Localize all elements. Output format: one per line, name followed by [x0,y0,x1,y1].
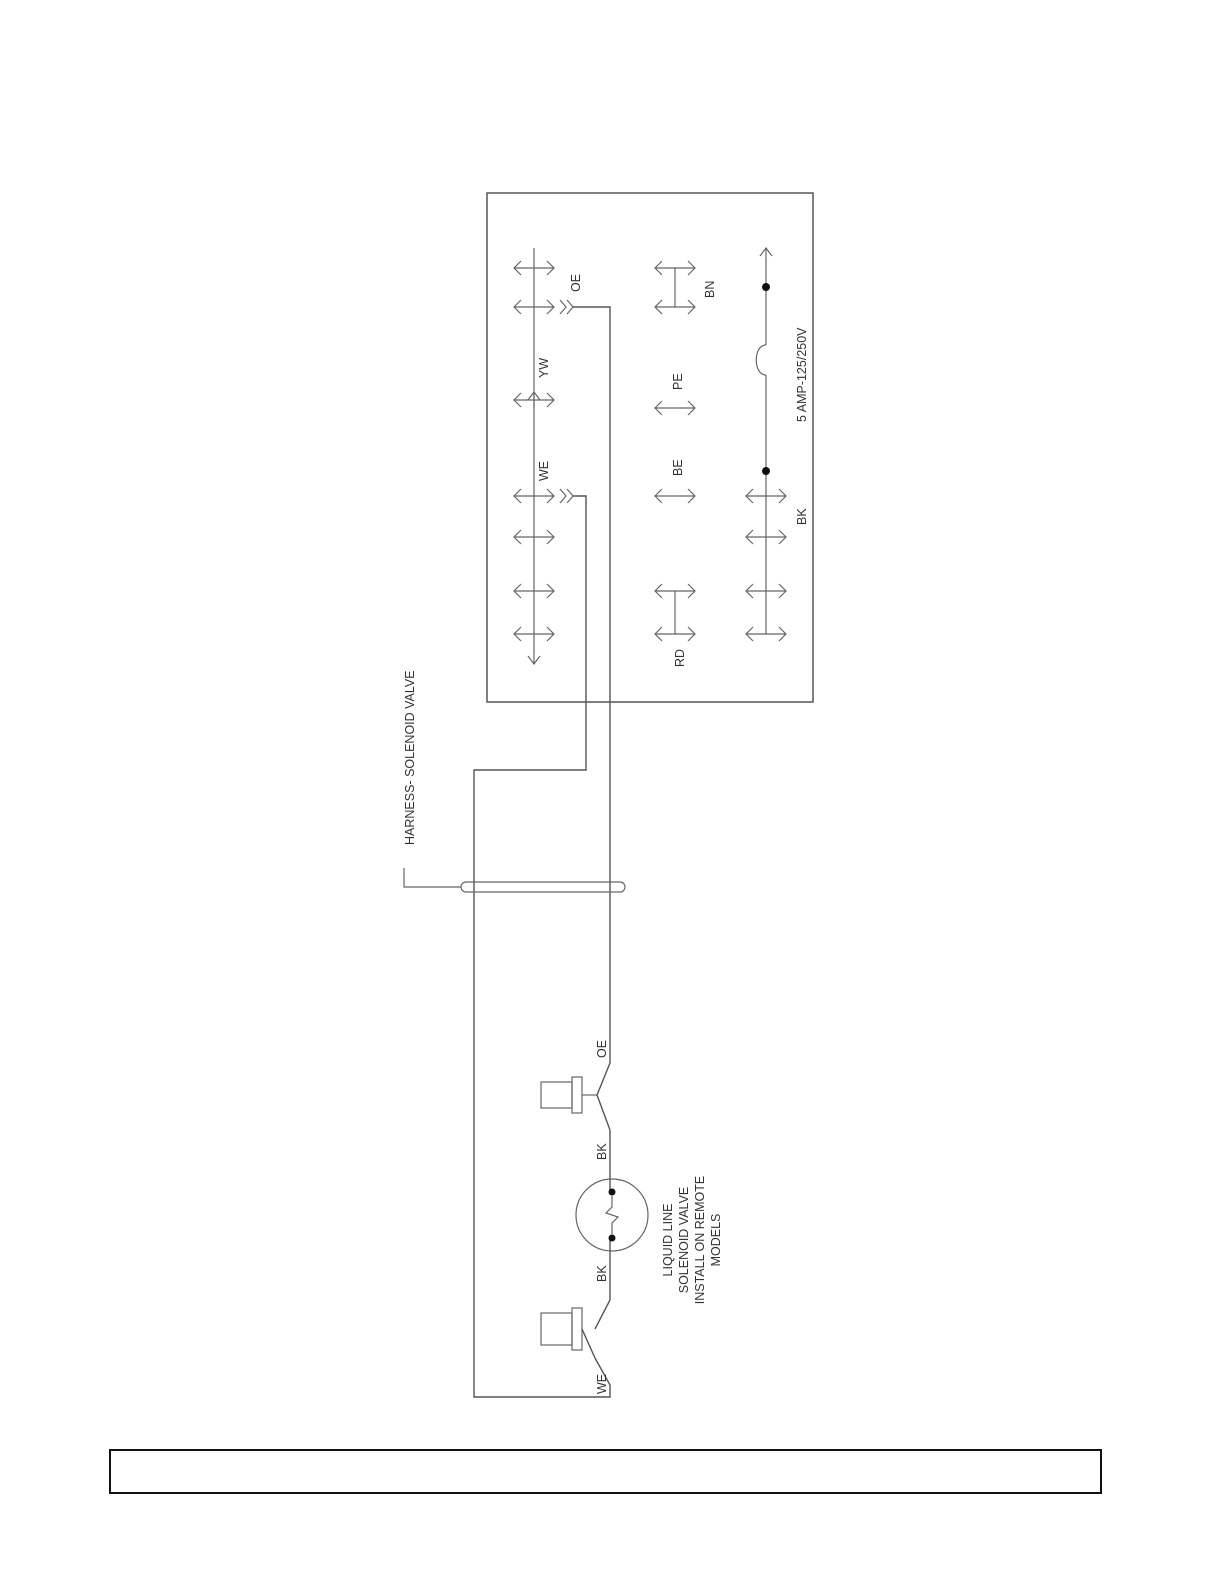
valve-label-oe: OE [595,1040,609,1058]
we-terminal-strip [514,248,554,664]
valve-plug-upper [541,1077,610,1130]
coil-symbol [606,1196,618,1234]
terminal-label-be: BE [671,459,685,476]
terminal-label-rd: RD [673,649,687,667]
terminal-label-bn: BN [703,281,717,298]
valve-caption-line-3: INSTALL ON REMOTE [693,1176,707,1305]
terminal-label-bk: BK [795,508,809,525]
middle-terminal-strip [655,261,695,641]
bk-terminal-strip [746,248,786,641]
oe-wire [573,307,610,1095]
terminal-label-oe: OE [569,274,583,292]
we-wire [474,496,610,1397]
harness-clamp [461,882,625,892]
harness-leader [404,868,461,887]
valve-label-bk-lower: BK [595,1265,609,1282]
terminal-label-pe: PE [671,373,685,390]
harness-label: HARNESS- SOLENOID VALVE [403,670,417,845]
we-plug [560,489,573,503]
terminal-label-yw: YW [537,358,551,378]
terminal-label-we: WE [537,461,551,481]
valve-plug-lower [541,1308,595,1358]
oe-plug [560,300,573,314]
valve-caption-line-2: SOLENOID VALVE [677,1187,691,1294]
valve-label-bk-upper: BK [595,1143,609,1160]
fuse-rating-label: 5 AMP-125/250V [795,327,809,422]
valve-caption-line-4: MODELS [709,1214,723,1267]
valve-caption-line-1: LIQUID LINE [661,1204,675,1277]
valve-label-we: WE [595,1374,609,1394]
valve-caption: LIQUID LINE SOLENOID VALVE INSTALL ON RE… [661,1176,723,1305]
footer-box [109,1449,1102,1494]
valve-wire-bk-lower [595,1238,610,1329]
terminal-board [487,193,813,702]
fuse-symbol [756,345,766,375]
